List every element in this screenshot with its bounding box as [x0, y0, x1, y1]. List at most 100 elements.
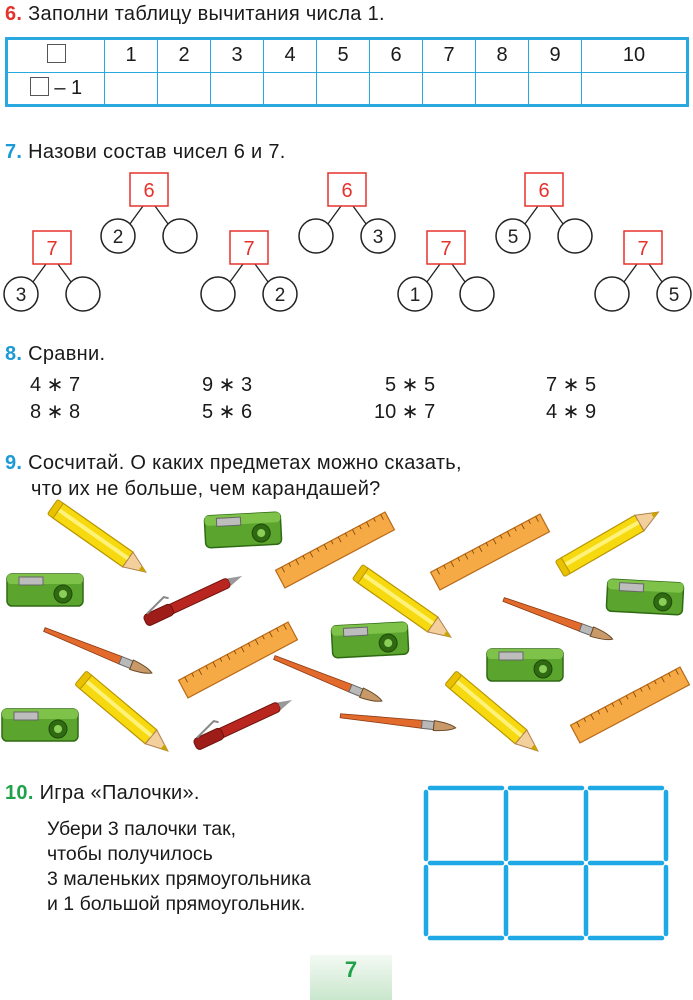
number-tree: 73	[3, 230, 101, 312]
comparison: 4 ∗ 9	[546, 401, 597, 423]
empty-box-icon	[46, 44, 66, 64]
table-cell: 2	[157, 38, 211, 73]
part-circle	[594, 276, 630, 312]
task-title: Игра «Палочки».	[39, 782, 200, 804]
top-number: 6	[143, 180, 154, 202]
part-circle	[65, 276, 101, 312]
top-number: 7	[46, 238, 57, 260]
table-cell: – 1	[6, 71, 105, 106]
table-row: – 1	[6, 71, 688, 106]
sharpener-image	[605, 578, 685, 616]
comparison: 4 ∗ 7	[30, 374, 81, 396]
ruler-image	[429, 513, 551, 591]
comparison: 7 ∗ 5	[546, 374, 597, 396]
part-number: 3	[16, 285, 27, 306]
top-number-box	[327, 172, 367, 207]
part-number: 1	[410, 285, 421, 306]
task-8-heading: 8. Сравни.	[5, 343, 105, 366]
table-cell: 6	[369, 38, 423, 73]
part-number: 2	[113, 227, 124, 248]
top-number-box	[229, 230, 269, 265]
answer-cell[interactable]	[157, 71, 211, 106]
task-number: 9.	[5, 452, 23, 474]
instruction-line: Убери 3 палочки так,	[47, 818, 237, 840]
comparison: 5 ∗ 6	[202, 401, 253, 423]
brush-image	[271, 652, 385, 707]
task-number: 10.	[5, 782, 34, 804]
comparison: 9 ∗ 3	[202, 374, 253, 396]
part-circle	[3, 276, 39, 312]
pencil-image	[444, 670, 545, 759]
part-circle	[557, 218, 593, 254]
instruction-line: чтобы получилось	[47, 843, 213, 865]
sharpener-image	[203, 511, 283, 549]
top-number-box	[129, 172, 169, 207]
pencil-image	[46, 498, 152, 581]
task-9-heading: 9. Сосчитай. О каких предметах можно ска…	[5, 452, 462, 475]
answer-cell[interactable]	[528, 71, 582, 106]
sharpener-image	[1, 708, 79, 742]
comparison: 10 ∗ 7	[374, 401, 436, 423]
task-title: Назови состав чисел 6 и 7.	[28, 141, 286, 163]
number-tree: 72	[200, 230, 298, 312]
task-number: 7.	[5, 141, 23, 163]
part-circle	[495, 218, 531, 254]
part-circle	[200, 276, 236, 312]
pencil-image	[554, 503, 664, 578]
answer-cell[interactable]	[422, 71, 476, 106]
answer-cell[interactable]	[475, 71, 529, 106]
part-circle	[298, 218, 334, 254]
top-number-box	[426, 230, 466, 265]
pen-image	[138, 562, 246, 628]
page-number: 7	[344, 957, 358, 982]
number-tree: 63	[298, 172, 396, 254]
part-circle	[262, 276, 298, 312]
ruler-image	[569, 666, 691, 744]
answer-cell[interactable]	[369, 71, 423, 106]
part-circle	[162, 218, 198, 254]
part-circle	[360, 218, 396, 254]
sharpener-image	[330, 621, 410, 659]
brush-image	[501, 594, 615, 645]
task-title-line2: что их не больше, чем карандашей?	[31, 478, 381, 500]
task-10-heading: 10. Игра «Палочки».	[5, 782, 200, 805]
instruction-line: и 1 большой прямоугольник.	[47, 893, 306, 915]
top-number: 7	[637, 238, 648, 260]
top-number: 7	[440, 238, 451, 260]
answer-cell[interactable]	[263, 71, 317, 106]
answer-cell[interactable]	[581, 71, 688, 106]
matchstick-grid	[423, 785, 669, 941]
part-number: 5	[669, 285, 680, 306]
task-title: Заполни таблицу вычитания числа 1.	[28, 3, 385, 25]
number-tree: 62	[100, 172, 198, 254]
comparison: 5 ∗ 5	[385, 374, 436, 396]
part-number: 3	[373, 227, 384, 248]
number-tree: 75	[594, 230, 692, 312]
subtraction-table: 1 2 3 4 5 6 7 8 9 10 – 1	[5, 37, 689, 107]
top-number-box	[524, 172, 564, 207]
part-number: 5	[508, 227, 519, 248]
table-cell: 8	[475, 38, 529, 73]
task-number: 8.	[5, 343, 23, 365]
part-circle	[656, 276, 692, 312]
top-number: 7	[243, 238, 254, 260]
top-number: 6	[538, 180, 549, 202]
comparison: 8 ∗ 8	[30, 401, 81, 423]
pen-image	[188, 686, 296, 752]
sharpener-image	[6, 573, 84, 607]
answer-cell[interactable]	[210, 71, 264, 106]
instruction-line: 3 маленьких прямоугольника	[47, 868, 311, 890]
top-number: 6	[341, 180, 352, 202]
pencil-image	[74, 670, 175, 759]
part-number: 2	[275, 285, 286, 306]
part-circle	[459, 276, 495, 312]
table-row: 1 2 3 4 5 6 7 8 9 10	[6, 38, 688, 73]
sharpener-image	[486, 648, 564, 682]
page-number-tab: 7	[310, 955, 392, 1000]
part-circle	[100, 218, 136, 254]
number-tree: 65	[495, 172, 593, 254]
table-cell: 10	[581, 38, 688, 73]
top-number-box	[32, 230, 72, 265]
task-title: Сосчитай. О каких предметах можно сказат…	[28, 452, 462, 474]
brush-image	[339, 710, 457, 734]
